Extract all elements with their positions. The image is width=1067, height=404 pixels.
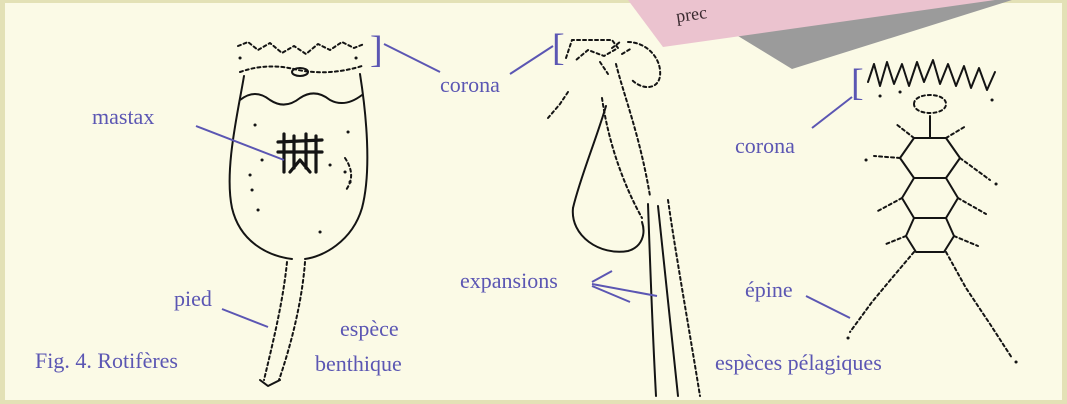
epine-label: épine (745, 277, 793, 302)
espece-label: espèce (340, 316, 399, 341)
sticky-note-text: prec (675, 2, 708, 26)
corona-bracket-right: [ (851, 62, 864, 104)
corona-bracket-benthic: ] (370, 29, 383, 71)
corona-bracket-center: [ (552, 27, 565, 69)
corona-label-shared: corona (440, 72, 500, 97)
especes-pelagiques-label: espèces pélagiques (715, 350, 882, 375)
corona-label-right: corona (735, 133, 795, 158)
pied-label: pied (174, 286, 212, 311)
mastax-label: mastax (92, 104, 154, 129)
figure-caption: Fig. 4. Rotifères (35, 348, 178, 373)
benthique-label: benthique (315, 351, 402, 376)
expansions-label: expansions (460, 268, 558, 293)
